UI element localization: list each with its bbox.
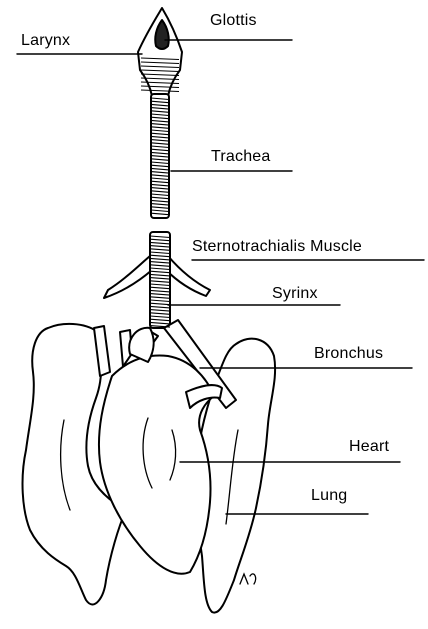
tracheal-ring (141, 86, 179, 88)
left-sternotrachialis-muscle (104, 256, 152, 298)
label-trachea: Trachea (211, 148, 271, 166)
label-larynx: Larynx (21, 32, 70, 50)
label-bronchus: Bronchus (314, 345, 383, 363)
signature-mark (240, 574, 256, 584)
label-glottis: Glottis (210, 12, 257, 30)
tracheal-ring (141, 90, 179, 92)
label-lung: Lung (311, 487, 347, 505)
label-sternotrachialis-muscle: Sternotrachialis Muscle (192, 238, 362, 256)
label-syrinx: Syrinx (272, 285, 318, 303)
right-sternotrachialis-muscle (166, 256, 210, 296)
label-heart: Heart (349, 438, 389, 456)
